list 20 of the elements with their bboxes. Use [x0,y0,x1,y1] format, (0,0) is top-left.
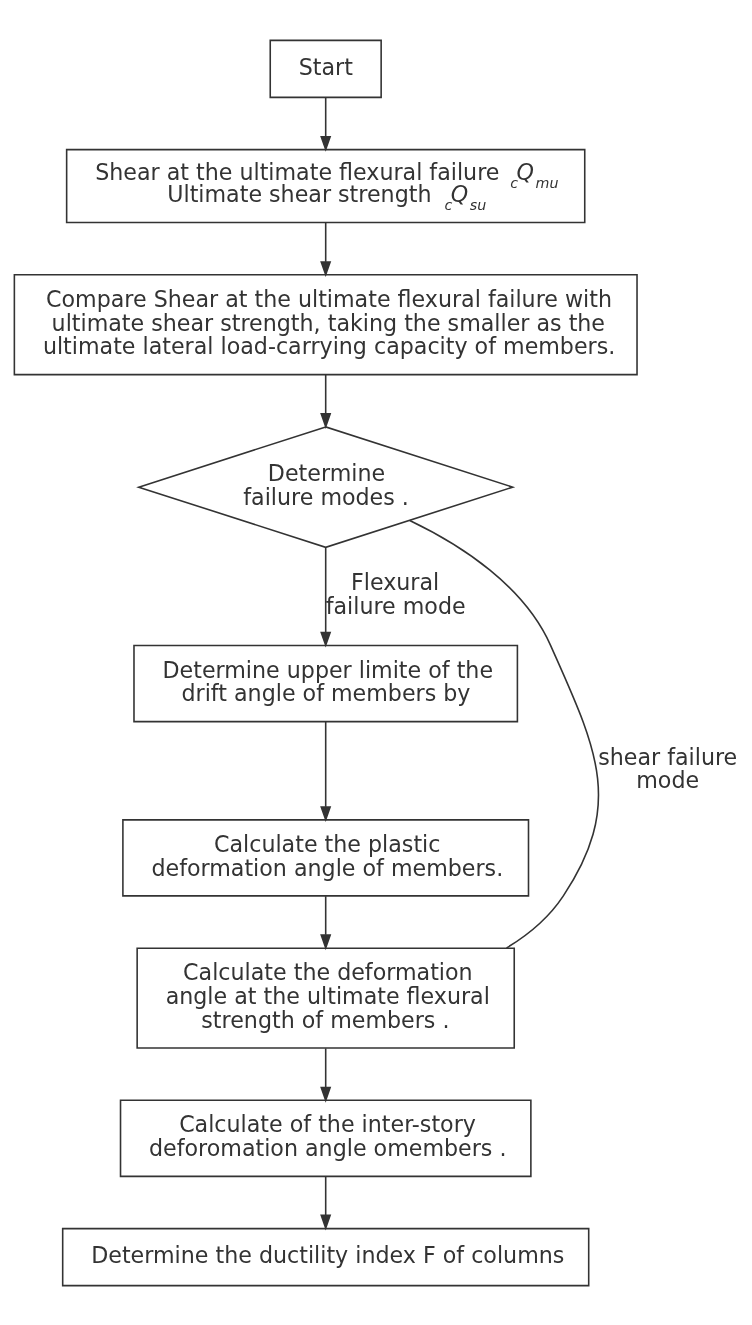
node-box: Determine the ductility index F of columns [61,1227,590,1286]
node-box: Shear at the ultimate flexural failure $_{c}$Q$_{mu}$ Ultimate shear strength $_{c}$Q$_{su}$ [65,148,586,223]
edge-label: shear failure mode [598,743,738,793]
node-box: Calculate of the inter-story deforomation angle omembers . [119,1099,532,1177]
node-box: Determine upper limite of the drift angle of members by [133,644,519,722]
node-box: Calculate the plastic deformation angle of members. [122,818,530,897]
node-box: Start [269,39,382,98]
connector [408,519,600,949]
arrow [320,1175,332,1230]
arrow [320,373,332,429]
node-box: Compare Shear at the ultimate flexural failure with ultimate shear strength, taking the smaller as the ultimate lateral load-carrying capacity of members. [13,273,638,375]
arrow [320,546,332,648]
node-diamond: Determine failure modes . [136,425,516,548]
edge-label: Flexural failure mode [325,568,466,619]
arrow [320,96,332,152]
arrow [320,1047,332,1103]
arrow [320,221,332,277]
arrow [320,894,332,950]
node-box: Calculate the deformation angle at the ultimate flexural strength of members . [136,946,516,1049]
arrow [320,720,332,822]
